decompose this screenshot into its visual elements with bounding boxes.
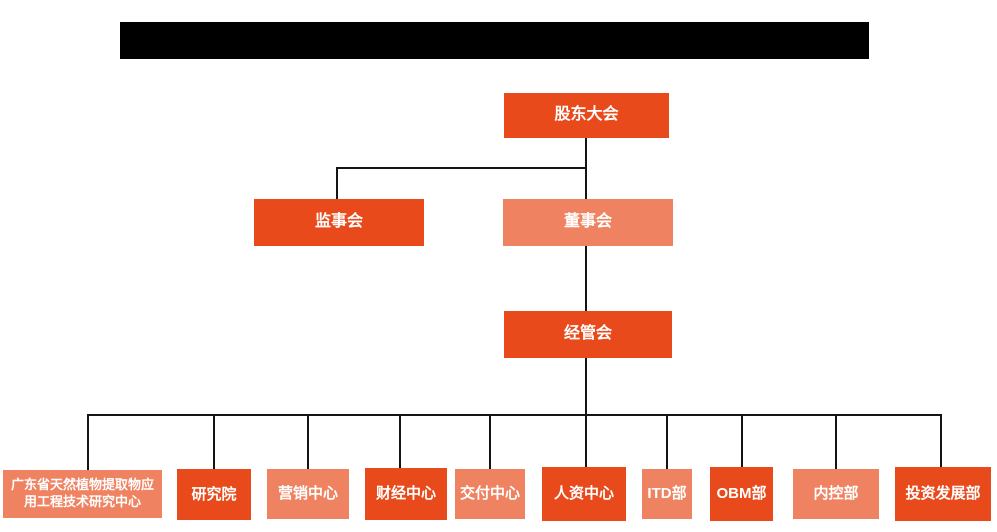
org-node-board-of-directors: 董事会 [503,199,673,246]
connector-line [336,167,587,169]
connector-line [489,414,491,470]
org-node-research-center: 广东省天然植物提取物应用工程技术研究中心 [3,470,162,518]
org-node-shareholders-meeting: 股东大会 [504,93,669,138]
org-node-delivery-center: 交付中心 [455,469,525,519]
connector-line [585,358,587,468]
org-node-itd-department: ITD部 [642,469,692,519]
redacted-title-bar [120,22,869,59]
connector-line [307,414,309,470]
connector-line [940,414,942,468]
org-node-finance-center: 财经中心 [365,468,447,520]
org-node-investment-development-department: 投资发展部 [895,467,991,521]
org-node-supervisory-board: 监事会 [254,199,424,246]
connector-line [741,414,743,468]
connector-line [399,414,401,469]
connector-line [666,414,668,470]
connector-line [87,414,942,416]
connector-line [336,167,338,200]
connector-line [585,138,587,168]
connector-line [585,167,587,200]
connector-line [835,414,837,470]
connector-line [87,414,89,471]
org-node-research-institute: 研究院 [177,469,251,520]
connector-line [213,414,215,470]
org-node-obm-department: OBM部 [710,467,773,521]
connector-line [585,246,587,312]
org-node-hr-center: 人资中心 [542,467,626,521]
org-node-internal-control-department: 内控部 [793,469,879,519]
org-node-management-committee: 经管会 [504,311,672,358]
org-node-marketing-center: 营销中心 [267,469,349,519]
